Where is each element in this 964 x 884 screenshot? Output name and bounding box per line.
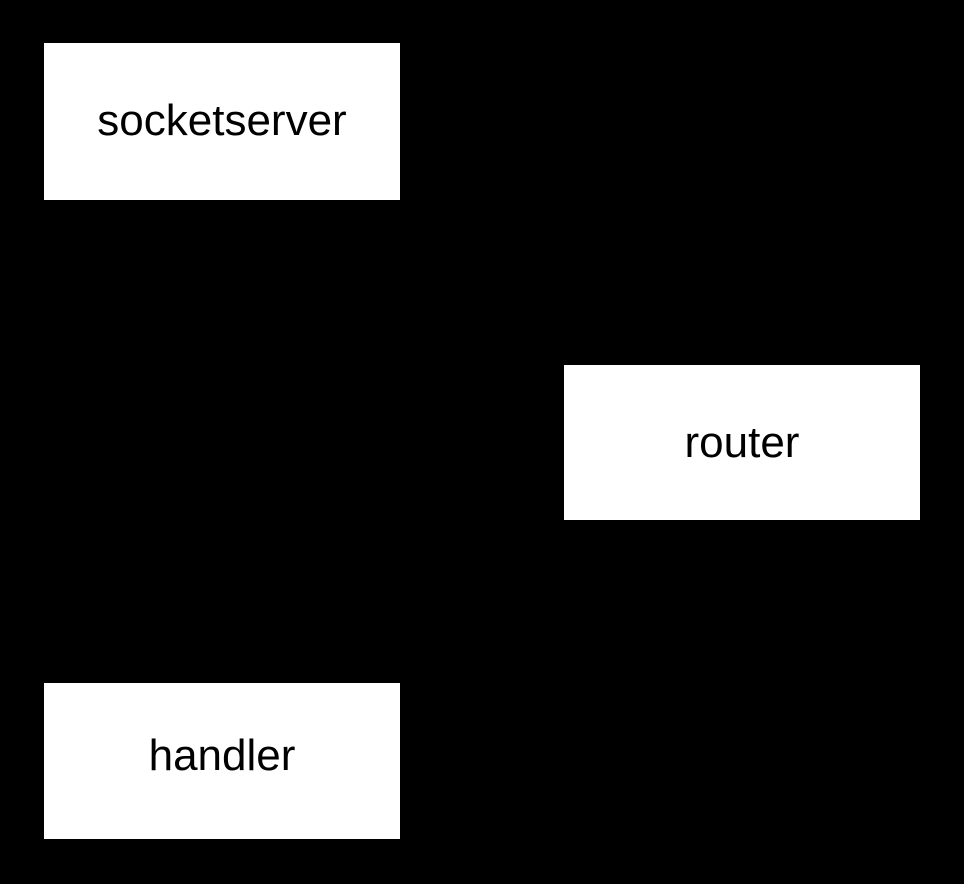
diagram-node-label: handler bbox=[148, 731, 296, 780]
diagram-node-socketserver[interactable]: socketserver bbox=[44, 43, 400, 200]
diagram-node-label: router bbox=[684, 417, 800, 467]
diagram-node-router[interactable]: router bbox=[564, 365, 920, 520]
diagram-node-handler[interactable]: handler bbox=[44, 683, 400, 839]
diagram-node-label: socketserver bbox=[97, 95, 347, 145]
